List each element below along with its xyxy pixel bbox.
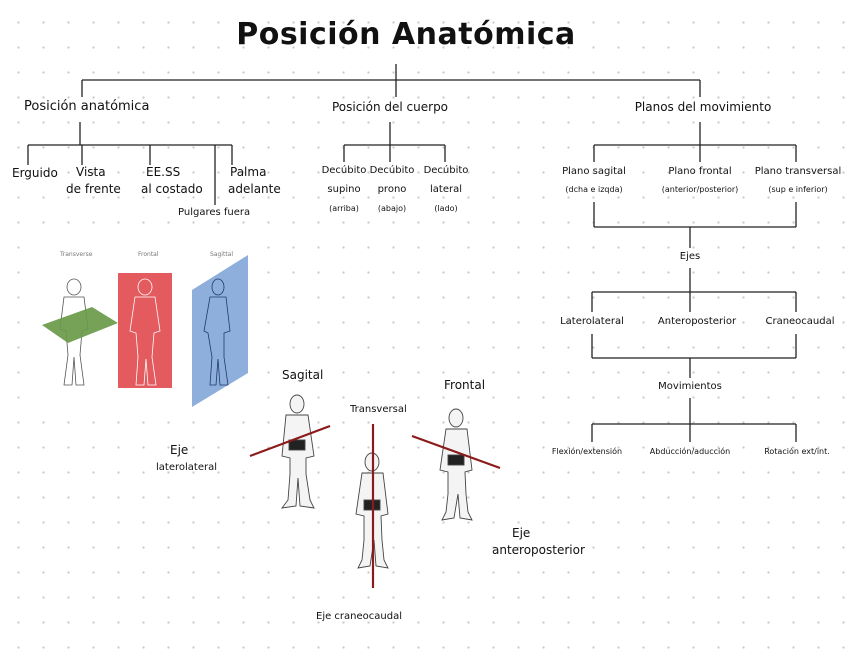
plano-transversal-2: (sup e inferior) [768, 185, 828, 194]
item-eess-2: al costado [141, 182, 203, 196]
branch-posicion-anatomica: Posición anatómica [24, 99, 150, 114]
branch-planos-movimiento: Planos del movimiento [634, 100, 772, 114]
label-sagital: Sagital [282, 368, 324, 382]
item-pulgares: Pulgares fuera [178, 207, 251, 218]
decubito-lateral-1: Decúbito [423, 165, 469, 176]
plane-label-transverse: Transverse [60, 251, 93, 258]
plane-label-frontal: Frontal [138, 251, 159, 258]
planes-illustration: Transverse Frontal Sagittal [38, 245, 254, 407]
item-erguido: Erguido [12, 166, 58, 180]
transverse-plane [42, 307, 118, 343]
ejes-label: Ejes [679, 251, 701, 262]
figure-sagital [280, 394, 315, 509]
label-transversal: Transversal [350, 404, 407, 415]
mov-rotacion: Rotación ext/int. [764, 447, 830, 456]
plano-frontal-2: (anterior/posterior) [661, 185, 739, 194]
movimientos-label: Movimientos [658, 381, 722, 392]
item-palma-1: Palma [230, 165, 267, 179]
plano-sagital-1: Plano sagital [562, 166, 626, 177]
decubito-supino-3: (arriba) [329, 204, 359, 213]
plane-label-sagittal: Sagittal [210, 251, 234, 258]
label-eje-latero-1: Eje [170, 443, 189, 457]
axis-anteroposterior [411, 434, 501, 470]
planes-drawing [42, 255, 248, 407]
item-vista-1: Vista [76, 165, 106, 179]
plano-sagital-2: (dcha e izqda) [565, 185, 623, 194]
sagittal-plane [192, 255, 248, 407]
plano-transversal-1: Plano transversal [754, 166, 842, 177]
decubito-lateral-2: lateral [430, 184, 462, 195]
page-title: Posición Anatómica [236, 17, 576, 52]
mov-flexion: Flexión/extensión [551, 447, 623, 456]
label-eje-antero-2: anteroposterior [492, 543, 585, 557]
axis-laterolateral [249, 424, 331, 458]
decubito-supino-2: supino [327, 184, 361, 195]
branch-posicion-cuerpo: Posición del cuerpo [331, 100, 449, 114]
plano-frontal-1: Plano frontal [668, 166, 732, 177]
item-palma-2: adelante [228, 182, 281, 196]
eje-craneocaudal: Craneocaudal [765, 316, 835, 327]
label-eje-craneocaudal: Eje craneocaudal [316, 611, 402, 622]
mov-abduccion: Abducción/aducción [649, 447, 731, 456]
decubito-prono-2: prono [377, 184, 407, 195]
item-vista-2: de frente [66, 182, 121, 196]
decubito-lateral-3: (lado) [434, 204, 458, 213]
item-eess-1: EE.SS [146, 165, 181, 179]
figure-frontal [439, 408, 473, 521]
decubito-prono-3: (abajo) [377, 204, 407, 213]
decubito-prono-1: Decúbito [369, 165, 415, 176]
decubito-supino-1: Decúbito [321, 165, 367, 176]
eje-laterolateral: Laterolateral [560, 316, 624, 327]
label-eje-antero-1: Eje [512, 526, 531, 540]
label-eje-latero-2: laterolateral [156, 462, 217, 473]
label-frontal: Frontal [444, 378, 486, 392]
eje-anteroposterior: Anteroposterior [657, 316, 737, 327]
